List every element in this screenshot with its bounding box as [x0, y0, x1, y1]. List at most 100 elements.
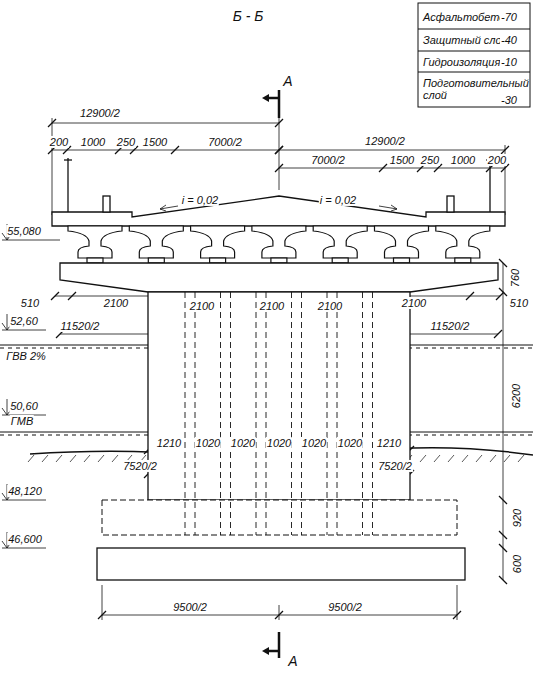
dimension-label: 9500/2	[327, 601, 363, 613]
dimension-label: 200	[487, 154, 507, 166]
dimension-tick	[275, 119, 283, 127]
pile-line	[301, 292, 302, 535]
bearing	[394, 258, 410, 263]
dimension-label: 1500	[142, 136, 168, 148]
dimension-tick	[496, 292, 504, 300]
dimension-label: 1020	[266, 437, 292, 449]
bedding	[97, 548, 465, 580]
dimension-label: 12900/2	[364, 135, 406, 147]
section-letter: А	[287, 654, 298, 669]
dimension-tick	[499, 288, 507, 296]
dimension-label: 2100	[317, 300, 343, 312]
ground-hatch-stroke	[98, 455, 104, 462]
dimension-label: 2100	[259, 300, 285, 312]
ground-hatch-stroke	[504, 455, 510, 462]
ground-hatch-stroke	[434, 455, 440, 462]
pile-line	[372, 292, 373, 535]
ground-hatch-stroke	[84, 455, 90, 462]
elevation-line	[2, 548, 46, 549]
bearing	[87, 258, 103, 263]
dimension-tick	[494, 330, 502, 338]
ground-hatch-stroke	[476, 455, 482, 462]
dimension-label: 11520/2	[430, 320, 471, 332]
table-cell: Защитный слой	[422, 34, 509, 46]
dimension-label: 510	[20, 297, 40, 309]
dimension-label: 1000	[80, 136, 106, 148]
ground-hatch-stroke	[462, 455, 468, 462]
bearing	[455, 258, 471, 263]
dimension-label: 920	[511, 508, 523, 528]
ground-hatch-stroke	[70, 455, 76, 462]
dimension-label: 510	[509, 297, 529, 309]
table-cell: -10	[500, 56, 518, 68]
footing	[102, 500, 457, 535]
dimension-label: 12900/2	[79, 107, 121, 119]
dimension-label: 7520/2	[122, 460, 158, 472]
beam	[191, 226, 245, 258]
beam	[375, 226, 429, 258]
dimension-label: 6200	[510, 383, 522, 409]
bearing	[332, 258, 348, 263]
elevation-line	[2, 240, 46, 241]
dimension-tick	[48, 119, 56, 127]
dimension-label: ГВВ 2%	[5, 350, 47, 362]
dimension-tick	[499, 259, 507, 267]
ground-hatch-stroke	[42, 455, 48, 462]
dimension-label: 1210	[376, 437, 402, 449]
dimension-label: 52,60	[9, 315, 39, 327]
beam	[129, 226, 183, 258]
pile-line	[266, 292, 267, 535]
dimension-label: 250	[116, 136, 136, 148]
beams	[68, 226, 490, 263]
pile-line	[362, 292, 363, 535]
pile-line	[195, 292, 196, 535]
piles	[185, 292, 373, 535]
dimension-label: 200	[49, 136, 69, 148]
dimension-ticks	[48, 119, 509, 619]
dimension-tick	[499, 576, 507, 584]
dimension-label: 9500/2	[172, 601, 208, 613]
dimension-tick	[466, 292, 474, 300]
dimension-tick	[499, 531, 507, 539]
dimension-tick	[51, 292, 59, 300]
dimension-lines	[52, 118, 505, 620]
beam	[436, 226, 490, 258]
dimension-tick	[275, 164, 283, 172]
bearing	[210, 258, 226, 263]
pile-line	[256, 292, 257, 535]
dimension-label: 46,600	[7, 533, 43, 545]
dimension-tick	[453, 611, 461, 619]
ground-hatch-stroke	[112, 455, 118, 462]
ground-hatch-stroke	[420, 455, 426, 462]
bearing	[271, 258, 287, 263]
section-title: Б - Б	[233, 8, 264, 24]
ground-hatch-stroke	[518, 455, 524, 462]
table-cell: -70	[500, 11, 518, 23]
pile-line	[230, 292, 231, 535]
dimension-label: 1020	[301, 437, 327, 449]
elevation-line	[46, 240, 60, 241]
pile-line	[291, 292, 292, 535]
dimension-tick	[68, 292, 76, 300]
ground-hatch-stroke	[56, 455, 62, 462]
dimension-label: 7000/2	[207, 136, 243, 148]
pile-line	[337, 292, 338, 535]
dimension-tick	[379, 164, 387, 172]
dimension-label: 1500	[389, 154, 415, 166]
table-cell: -30	[500, 94, 518, 106]
dimension-label: 48,120	[7, 485, 43, 497]
dimension-label: 2100	[103, 297, 129, 309]
bearing	[148, 258, 164, 263]
dimension-label: ГМВ	[10, 415, 34, 427]
elevation-line	[2, 330, 46, 331]
table-cell: -40	[500, 34, 518, 46]
ground-hatch-stroke	[28, 455, 34, 462]
pile-line	[185, 292, 186, 535]
beam	[313, 226, 367, 258]
dimension-tick	[275, 611, 283, 619]
dimension-label: 760	[509, 268, 521, 288]
dimension-label: 1020	[230, 437, 256, 449]
dimension-tick	[171, 146, 179, 154]
dimension-label: 7000/2	[310, 154, 346, 166]
cap-beam	[60, 263, 498, 292]
